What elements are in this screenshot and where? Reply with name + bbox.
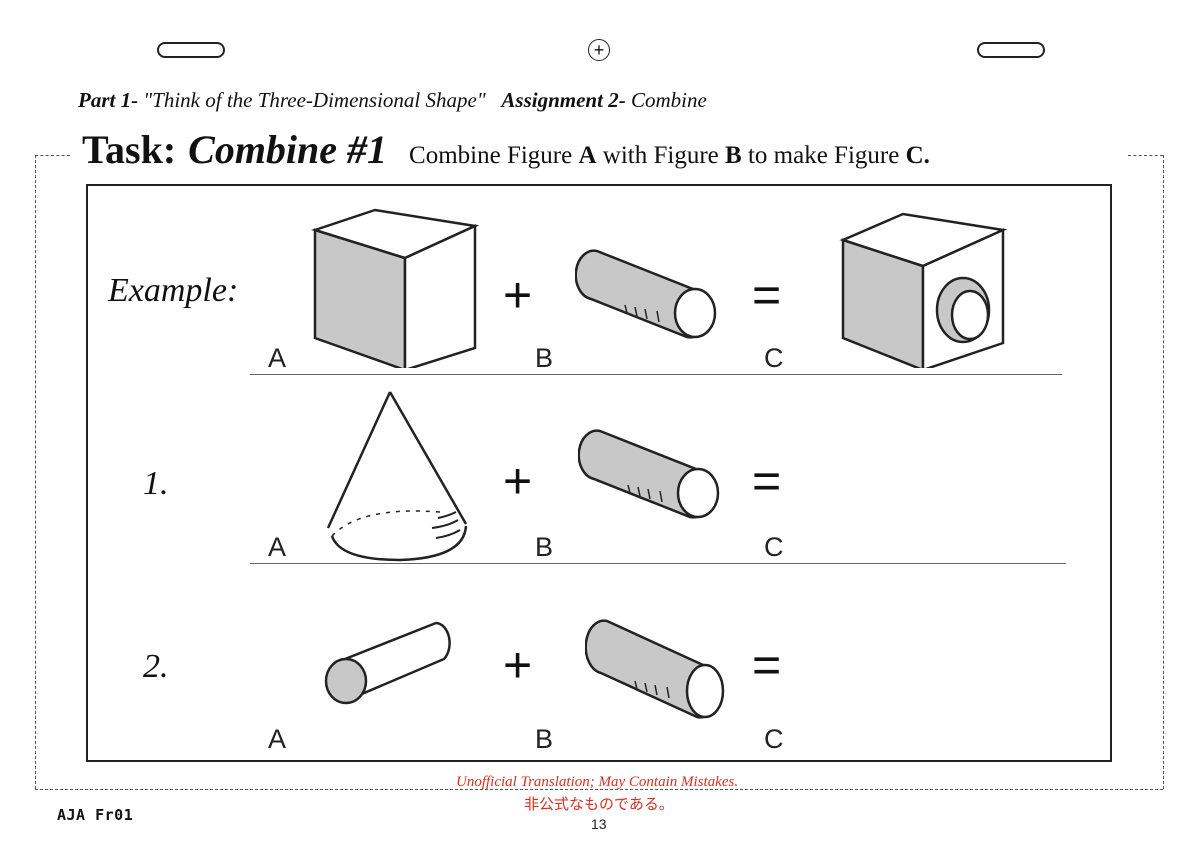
row-divider: [250, 563, 1066, 564]
label-c: C: [764, 532, 784, 562]
translation-disclaimer: Unofficial Translation; May Contain Mist…: [456, 774, 739, 790]
document-code: AJA Fr01: [57, 806, 134, 824]
cut-line-top-left: [35, 155, 70, 156]
cylinder-figure: [585, 619, 725, 719]
page-number: 13: [591, 816, 607, 832]
cut-line-right: [1163, 155, 1164, 789]
part-title: "Think of the Three-Dimensional Shape": [143, 88, 486, 112]
cube-figure: [310, 208, 480, 368]
task-instruction: Combine Figure A with Figure B to make F…: [409, 142, 930, 169]
binder-slot-left: [157, 42, 225, 58]
equals-sign: =: [752, 453, 782, 509]
equals-sign: =: [752, 637, 782, 693]
row-label-2: 2.: [143, 648, 169, 685]
task-name: Combine #1: [188, 127, 388, 172]
row-label-example: Example:: [108, 272, 239, 309]
translation-disclaimer-jp: 非公式なものである。: [524, 795, 674, 813]
label-b: B: [535, 532, 554, 562]
part-label: Part 1-: [78, 88, 139, 112]
plus-sign: +: [503, 453, 533, 509]
label-b: B: [535, 343, 554, 373]
plus-sign: +: [503, 267, 533, 323]
cut-line-bottom: [35, 789, 1163, 790]
task-title: Task: Combine #1 Combine Figure A with F…: [82, 126, 930, 173]
plus-sign: +: [503, 637, 533, 693]
equals-sign: =: [752, 267, 782, 323]
task-prefix: Task:: [82, 127, 177, 172]
row-label-1: 1.: [143, 465, 169, 502]
cut-line-left: [35, 155, 36, 789]
long-cylinder-figure: [324, 621, 451, 705]
cylinder-figure: [578, 429, 720, 519]
assignment-label: Assignment 2-: [501, 88, 626, 112]
cone-figure: [326, 391, 468, 562]
binder-slot-right: [977, 42, 1045, 58]
cylinder-figure: [575, 249, 717, 339]
worksheet-frame: [86, 184, 1112, 762]
label-c: C: [764, 724, 784, 754]
label-a: A: [268, 343, 287, 373]
row-divider: [250, 374, 1062, 375]
label-a: A: [268, 724, 287, 754]
assignment-heading: Part 1- "Think of the Three-Dimensional …: [78, 88, 707, 113]
registration-mark-icon: +: [588, 39, 610, 61]
label-b: B: [535, 724, 554, 754]
cut-line-top-right: [1128, 155, 1163, 156]
label-c: C: [764, 343, 784, 373]
assignment-title: Combine: [630, 88, 707, 112]
cube-with-hole-figure: [839, 212, 1008, 368]
label-a: A: [268, 532, 287, 562]
